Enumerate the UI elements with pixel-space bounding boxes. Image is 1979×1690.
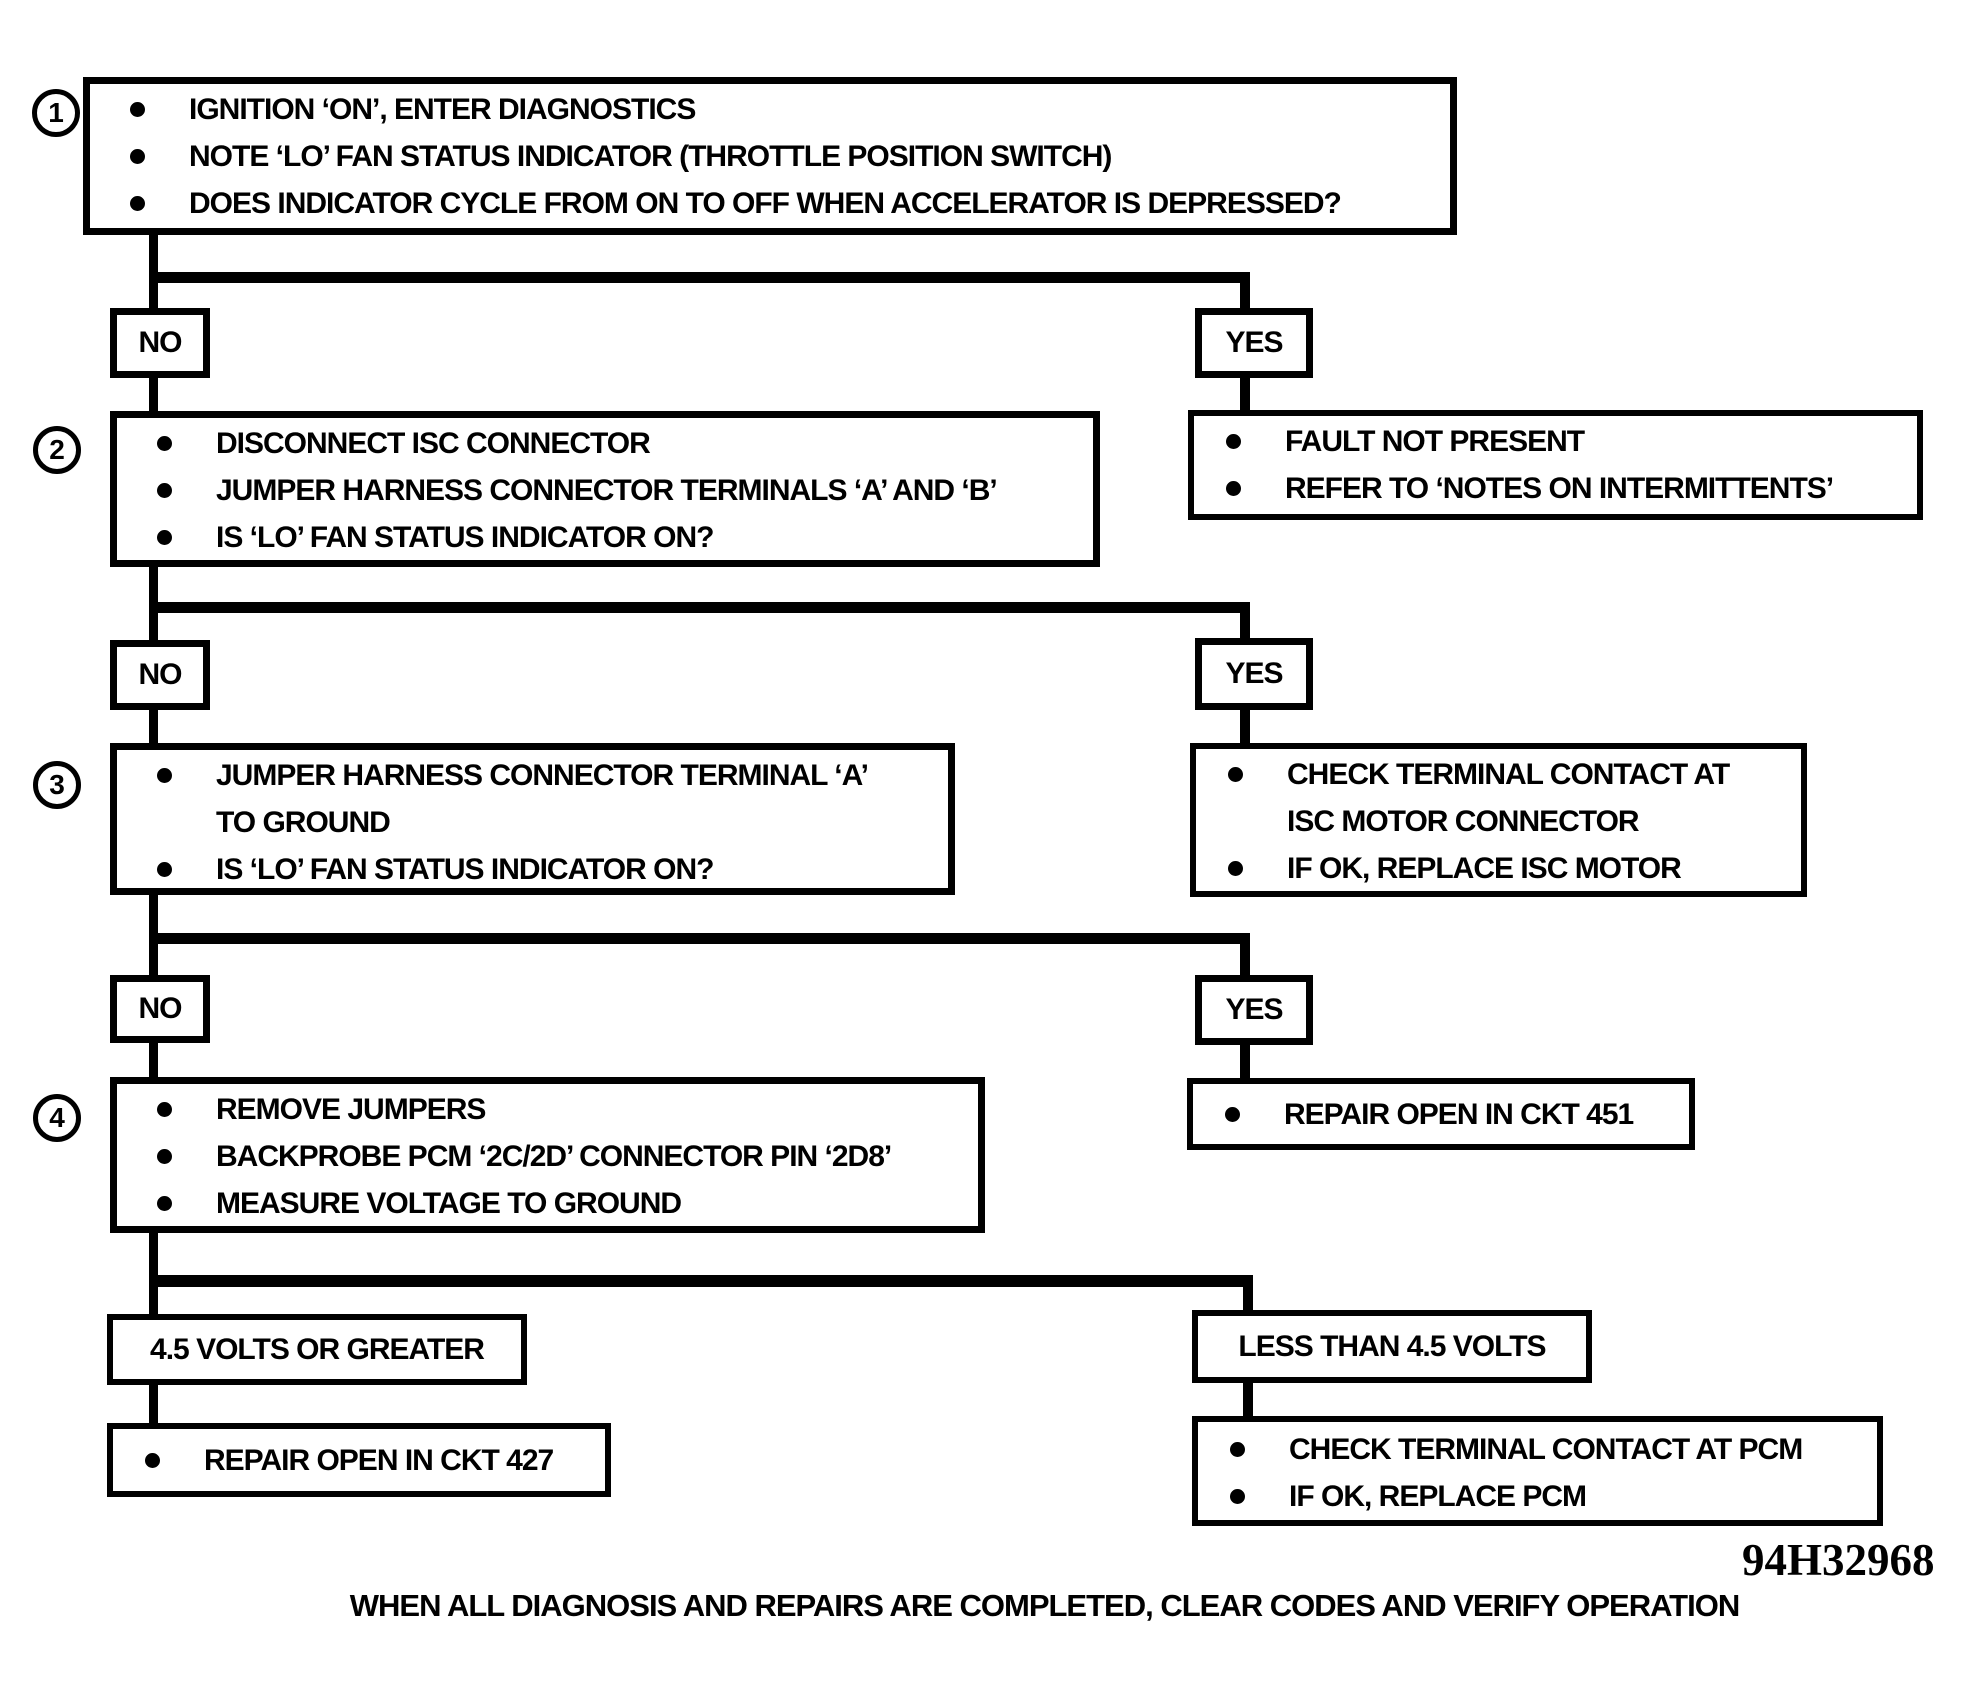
footer-note: WHEN ALL DIAGNOSIS AND REPAIRS ARE COMPL… [349, 1588, 1740, 1623]
list-item: REPAIR OPEN IN CKT 451 [1225, 1091, 1634, 1138]
connector-line [1243, 1275, 1253, 1314]
no-branch-label-2: NO [110, 640, 210, 710]
list-item: REPAIR OPEN IN CKT 427 [145, 1437, 554, 1484]
bullet-list: CHECK TERMINAL CONTACT AT PCM IF OK, REP… [1198, 1422, 1877, 1520]
yes-branch-label-2: YES [1195, 638, 1313, 710]
bullet-list: REPAIR OPEN IN CKT 427 [113, 1437, 561, 1484]
bullet-list: REMOVE JUMPERS BACKPROBE PCM ‘2C/2D’ CON… [117, 1084, 978, 1227]
list-item: FAULT NOT PRESENT [1226, 418, 1909, 465]
volts-high-label: 4.5 VOLTS OR GREATER [107, 1314, 527, 1385]
bullet-text: DOES INDICATOR CYCLE FROM ON TO OFF WHEN… [189, 187, 1342, 220]
connector-line [1240, 374, 1250, 414]
bullet-text: IS ‘LO’ FAN STATUS INDICATOR ON? [216, 853, 714, 886]
result-ckt427-box: REPAIR OPEN IN CKT 427 [107, 1423, 611, 1497]
branch-text: LESS THAN 4.5 VOLTS [1238, 1329, 1546, 1363]
list-item: BACKPROBE PCM ‘2C/2D’ CONNECTOR PIN ‘2D8… [157, 1133, 970, 1180]
bullet-text: IF OK, REPLACE ISC MOTOR [1287, 852, 1682, 885]
branch-text: YES [1225, 993, 1283, 1026]
step-1-box: IGNITION ‘ON’, ENTER DIAGNOSTICS NOTE ‘L… [83, 77, 1457, 235]
bullet-list: FAULT NOT PRESENT REFER TO ‘NOTES ON INT… [1194, 416, 1917, 512]
connector-line [149, 272, 1250, 283]
bullet-text: CHECK TERMINAL CONTACT AT PCM [1289, 1433, 1803, 1466]
branch-text: YES [1225, 326, 1283, 359]
bullet-text: REPAIR OPEN IN CKT 451 [1284, 1097, 1634, 1131]
yes-branch-label-1: YES [1195, 308, 1313, 378]
branch-text: NO [138, 992, 183, 1025]
connector-line [149, 374, 158, 415]
bullet-text: IS ‘LO’ FAN STATUS INDICATOR ON? [216, 521, 714, 554]
branch-text: NO [138, 326, 183, 359]
figure-code: 94H32968 [1742, 1535, 1935, 1585]
bullet-list: CHECK TERMINAL CONTACT AT ISC MOTOR CONN… [1196, 749, 1801, 892]
list-item: IF OK, REPLACE ISC MOTOR [1228, 845, 1793, 892]
connector-line [1243, 1381, 1253, 1420]
bullet-text: IF OK, REPLACE PCM [1289, 1480, 1587, 1513]
connector-line [149, 706, 158, 747]
step-number-1: 1 [32, 89, 80, 137]
bullet-list: REPAIR OPEN IN CKT 451 [1193, 1091, 1641, 1138]
list-item: CHECK TERMINAL CONTACT AT PCM [1230, 1426, 1869, 1473]
connector-line [1240, 933, 1250, 979]
bullet-text: REMOVE JUMPERS [216, 1093, 486, 1126]
result-ckt451-box: REPAIR OPEN IN CKT 451 [1187, 1078, 1695, 1150]
result-isc-motor-box: CHECK TERMINAL CONTACT AT ISC MOTOR CONN… [1190, 743, 1807, 897]
list-item: IS ‘LO’ FAN STATUS INDICATOR ON? [157, 514, 1085, 561]
no-branch-label-1: NO [110, 308, 210, 378]
bullet-text: JUMPER HARNESS CONNECTOR TERMINAL ‘A’ TO… [216, 759, 869, 839]
step-number-3: 3 [33, 761, 81, 809]
bullet-list: DISCONNECT ISC CONNECTOR JUMPER HARNESS … [117, 418, 1093, 561]
connector-line [149, 602, 1250, 613]
step-2-box: DISCONNECT ISC CONNECTOR JUMPER HARNESS … [110, 411, 1100, 567]
list-item: REMOVE JUMPERS [157, 1086, 970, 1133]
list-item: JUMPER HARNESS CONNECTOR TERMINAL ‘A’ TO… [157, 752, 940, 846]
list-item: DISCONNECT ISC CONNECTOR [157, 420, 1085, 467]
step-3-box: JUMPER HARNESS CONNECTOR TERMINAL ‘A’ TO… [110, 743, 955, 895]
step-4-box: REMOVE JUMPERS BACKPROBE PCM ‘2C/2D’ CON… [110, 1077, 985, 1233]
list-item: IS ‘LO’ FAN STATUS INDICATOR ON? [157, 846, 940, 893]
list-item: JUMPER HARNESS CONNECTOR TERMINALS ‘A’ A… [157, 467, 1085, 514]
connector-line [149, 1041, 158, 1081]
step-number-4: 4 [33, 1094, 81, 1142]
connector-line [1240, 1041, 1250, 1082]
connector-line [1240, 706, 1250, 747]
yes-branch-label-3: YES [1195, 975, 1313, 1045]
bullet-list: IGNITION ‘ON’, ENTER DIAGNOSTICS NOTE ‘L… [90, 84, 1450, 227]
bullet-text: JUMPER HARNESS CONNECTOR TERMINALS ‘A’ A… [216, 474, 998, 507]
connector-line [149, 1275, 1253, 1287]
list-item: REFER TO ‘NOTES ON INTERMITTENTS’ [1226, 465, 1909, 512]
connector-line [149, 933, 1250, 944]
list-item: CHECK TERMINAL CONTACT AT ISC MOTOR CONN… [1228, 751, 1793, 845]
bullet-text: CHECK TERMINAL CONTACT AT ISC MOTOR CONN… [1287, 758, 1730, 838]
result-fault-not-present-box: FAULT NOT PRESENT REFER TO ‘NOTES ON INT… [1188, 410, 1923, 520]
result-pcm-box: CHECK TERMINAL CONTACT AT PCM IF OK, REP… [1192, 1416, 1883, 1526]
connector-line [1240, 602, 1250, 644]
list-item: IF OK, REPLACE PCM [1230, 1473, 1869, 1520]
connector-line [1240, 272, 1250, 312]
bullet-text: REFER TO ‘NOTES ON INTERMITTENTS’ [1285, 472, 1834, 505]
bullet-text: MEASURE VOLTAGE TO GROUND [216, 1187, 682, 1220]
bullet-text: FAULT NOT PRESENT [1285, 425, 1585, 458]
step-number-2: 2 [33, 426, 81, 474]
bullet-list: JUMPER HARNESS CONNECTOR TERMINAL ‘A’ TO… [117, 750, 948, 893]
list-item: DOES INDICATOR CYCLE FROM ON TO OFF WHEN… [130, 180, 1442, 227]
branch-text: 4.5 VOLTS OR GREATER [150, 1332, 485, 1366]
branch-text: YES [1225, 657, 1283, 690]
connector-line [149, 1231, 158, 1316]
branch-text: NO [138, 658, 183, 691]
bullet-text: REPAIR OPEN IN CKT 427 [204, 1443, 554, 1477]
bullet-text: DISCONNECT ISC CONNECTOR [216, 427, 651, 460]
volts-low-label: LESS THAN 4.5 VOLTS [1192, 1310, 1592, 1383]
bullet-text: NOTE ‘LO’ FAN STATUS INDICATOR (THROTTLE… [189, 140, 1112, 173]
list-item: NOTE ‘LO’ FAN STATUS INDICATOR (THROTTLE… [130, 133, 1442, 180]
bullet-text: BACKPROBE PCM ‘2C/2D’ CONNECTOR PIN ‘2D8… [216, 1140, 892, 1173]
list-item: IGNITION ‘ON’, ENTER DIAGNOSTICS [130, 86, 1442, 133]
no-branch-label-3: NO [110, 975, 210, 1043]
list-item: MEASURE VOLTAGE TO GROUND [157, 1180, 970, 1227]
bullet-text: IGNITION ‘ON’, ENTER DIAGNOSTICS [189, 93, 696, 126]
connector-line [149, 1383, 158, 1425]
